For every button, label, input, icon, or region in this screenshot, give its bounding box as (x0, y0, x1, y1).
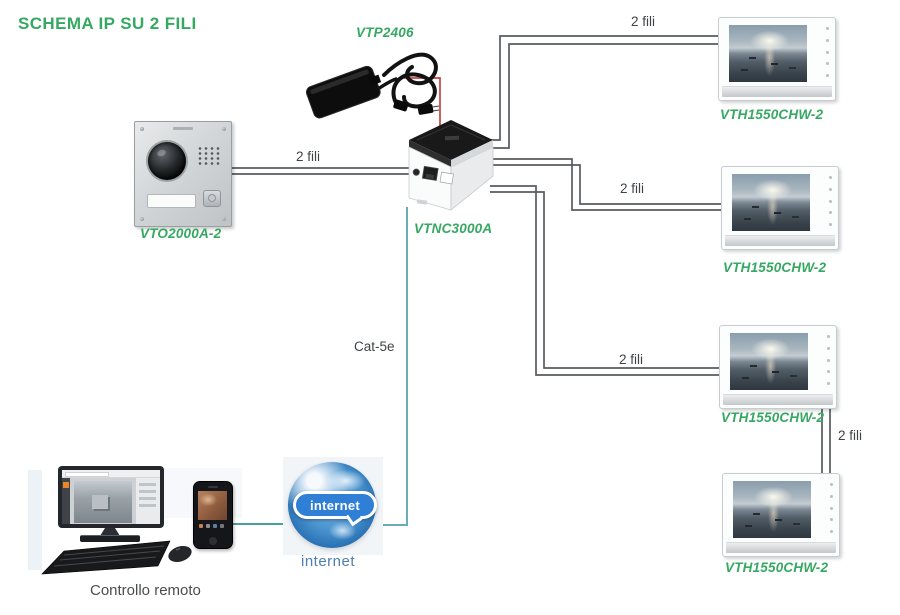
wire-cat5e (376, 207, 408, 526)
monitor-touch-keys (829, 176, 832, 226)
door-station (134, 121, 232, 227)
page-title: SCHEMA IP SU 2 FILI (18, 14, 197, 33)
cat5e-label: Cat-5e (354, 339, 395, 354)
monitor-speaker-strip (723, 394, 833, 405)
monitor-3-label: VTH1550CHW-2 (721, 410, 825, 425)
speaker-grille-icon (197, 146, 220, 167)
name-plate (147, 194, 196, 208)
indoor-monitor-2 (721, 166, 839, 250)
camera-dome-icon (148, 142, 186, 180)
smartphone (193, 481, 233, 549)
monitor-screen (732, 174, 810, 231)
background-artifact (28, 470, 42, 570)
phone-camera-view (198, 491, 227, 520)
screw-icon (222, 127, 226, 131)
controller-label: VTNC3000A (414, 221, 493, 236)
monitor-speaker-strip (722, 86, 832, 97)
monitor-speaker-strip (725, 235, 835, 246)
controller-box (408, 120, 494, 211)
app-panel (136, 478, 160, 524)
phone-speaker-icon (208, 486, 218, 488)
wire-monitor-2 (490, 158, 728, 211)
monitor-1-label: VTH1550CHW-2 (720, 107, 824, 122)
indoor-monitor-3 (719, 325, 837, 409)
desktop-monitor (58, 466, 164, 528)
wire-power-red (404, 77, 441, 126)
power-adapter-image (305, 52, 440, 119)
screw-icon (222, 217, 226, 221)
internet-bubble: internet (293, 491, 377, 519)
app-video-area (74, 481, 132, 523)
keyboard-icon (41, 540, 171, 575)
internet-caption: internet (301, 553, 356, 570)
wire-label-monitor-3: 2 fili (619, 352, 644, 367)
brand-mark (173, 127, 193, 130)
monitor-touch-keys (827, 335, 830, 385)
monitor-base (80, 535, 140, 542)
monitor-screen (733, 481, 811, 538)
power-jack-icon (412, 168, 420, 176)
monitor-touch-keys (830, 483, 833, 533)
wire-monitor-3 (490, 185, 726, 376)
monitor-2-label: VTH1550CHW-2 (723, 260, 827, 275)
wire-label-monitor-2: 2 fili (620, 181, 645, 196)
monitor-screen (729, 25, 807, 82)
monitor-4-label: VTH1550CHW-2 (725, 560, 829, 575)
phone-app-icons (199, 524, 227, 529)
door-station-label: VTO2000A-2 (140, 226, 222, 241)
indoor-monitor-4 (722, 473, 840, 557)
call-button-icon (203, 190, 221, 207)
wire-monitor-1 (489, 35, 724, 141)
app-sidebar (62, 478, 70, 524)
remote-control-label: Controllo remoto (90, 582, 201, 599)
screw-icon (140, 127, 144, 131)
monitor-screen (730, 333, 808, 390)
mouse-icon (168, 545, 192, 563)
bus-port-icon (439, 171, 454, 185)
monitor-stand (100, 528, 120, 536)
app-toolbar (62, 470, 160, 478)
phone-home-button (209, 537, 217, 545)
wire-label-monitor-1: 2 fili (631, 14, 656, 29)
monitor-touch-keys (826, 27, 829, 77)
monitor-speaker-strip (726, 542, 836, 553)
wire-label-monitor-3-4: 2 fili (838, 428, 863, 443)
keyboard-mouse-image (41, 540, 192, 575)
desktop-screen (62, 470, 160, 524)
adapter-label: VTP2406 (356, 25, 414, 40)
wire-label-door-controller: 2 fili (296, 149, 321, 164)
indoor-monitor-1 (718, 17, 836, 101)
screw-icon (140, 217, 144, 221)
